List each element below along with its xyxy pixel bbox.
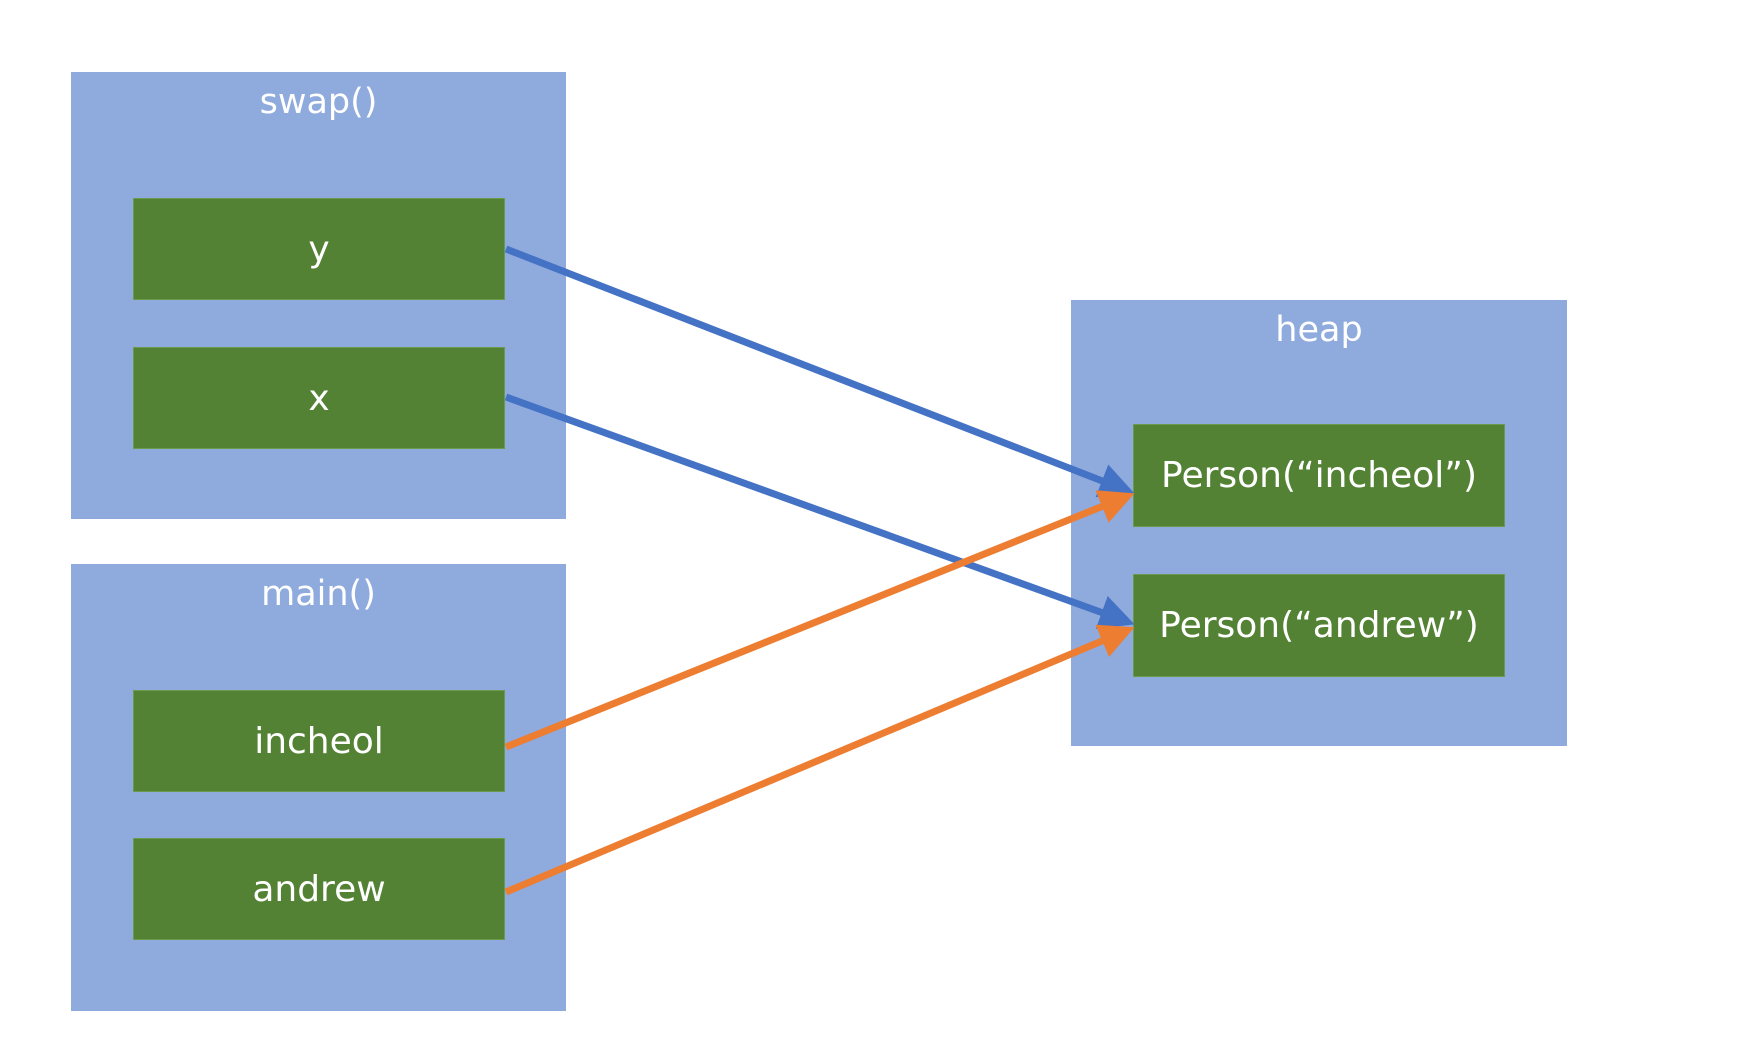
heap-object-andrew: Person(“andrew”) [1133,574,1505,677]
main-var-incheol: incheol [133,690,505,792]
main-var-andrew: andrew [133,838,505,940]
heap-frame-title: heap [1275,310,1363,350]
arrow-y-to-incheol [504,245,1135,498]
arrow-x-to-andrew [504,393,1135,629]
heap-frame: heap Person(“incheol”) Person(“andrew”) [1071,300,1567,746]
swap-var-x: x [133,347,505,449]
swap-var-y: y [133,198,505,300]
swap-frame: swap() y x [71,72,566,519]
heap-object-incheol: Person(“incheol”) [1133,424,1505,527]
main-frame-title: main() [261,574,376,614]
main-frame: main() incheol andrew [71,564,566,1011]
arrow-andrew-to-andrew [504,624,1135,896]
swap-frame-title: swap() [259,82,378,122]
arrow-incheol-to-incheol [504,490,1135,751]
